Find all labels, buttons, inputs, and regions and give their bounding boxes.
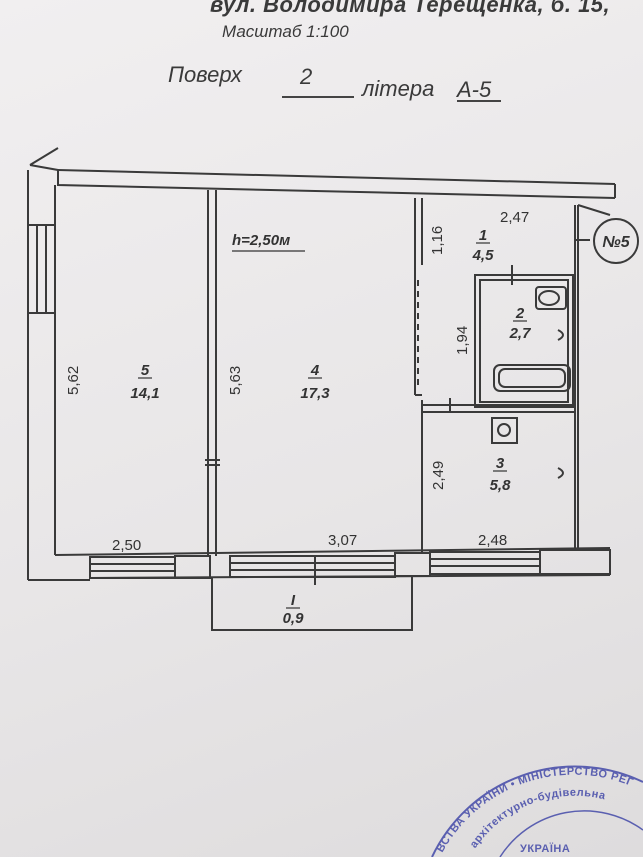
dimension-label: 5,63 xyxy=(227,366,244,395)
room-number: 2 xyxy=(515,305,525,322)
litera-underline xyxy=(457,100,501,102)
header-address: вул. Володимира Терещенка, б. 15, xyxy=(210,0,611,17)
apartment-badge-text: №5 xyxy=(602,234,630,251)
dimension-label: 1,94 xyxy=(454,326,471,355)
floor-label: Поверх xyxy=(168,62,242,87)
balcony xyxy=(211,575,413,631)
floor-underline xyxy=(282,96,354,98)
outer-wall-top xyxy=(29,164,616,199)
dimension-label: 2,49 xyxy=(430,461,447,490)
stamp-bottom-text: УКРАЇНА xyxy=(520,842,570,855)
room-number: 4 xyxy=(310,362,320,379)
dimension-label: 3,07 xyxy=(328,532,357,549)
dimension-label: 2,50 xyxy=(112,537,141,554)
official-stamp: ВСТВА УКРАЇНИ • МІНІСТЕРСТВО РЕГ архітек… xyxy=(431,765,643,857)
stamp-top-text: ВСТВА УКРАЇНИ • МІНІСТЕРСТВО РЕГ xyxy=(434,766,634,855)
apartment-badge xyxy=(593,218,639,264)
svg-text:ВСТВА УКРАЇНИ • МІНІСТЕРСТВО Р: ВСТВА УКРАЇНИ • МІНІСТЕРСТВО РЕГ xyxy=(434,766,635,855)
dimension-label: 5,62 xyxy=(65,366,82,395)
room-number: I xyxy=(291,592,296,609)
room-area: 4,5 xyxy=(472,247,495,264)
scale-label: Масштаб 1:100 xyxy=(222,22,349,41)
room-area: 17,3 xyxy=(300,385,330,402)
litera-value: А-5 xyxy=(457,77,492,102)
dimension-label: 1,16 xyxy=(429,226,446,255)
ceiling-height: h=2,50м xyxy=(232,232,290,249)
floor-number: 2 xyxy=(300,64,313,89)
room-area: 2,7 xyxy=(509,325,532,342)
litera-label: літера xyxy=(362,76,435,101)
room-area: 14,1 xyxy=(130,385,159,402)
room-area: 5,8 xyxy=(490,477,512,494)
dimension-label: 2,47 xyxy=(500,209,529,226)
room-area: 0,9 xyxy=(283,610,305,627)
room-number: 1 xyxy=(479,227,487,244)
dimension-label: 2,48 xyxy=(478,532,507,549)
room-number: 5 xyxy=(141,362,150,379)
room-number: 3 xyxy=(496,455,505,472)
